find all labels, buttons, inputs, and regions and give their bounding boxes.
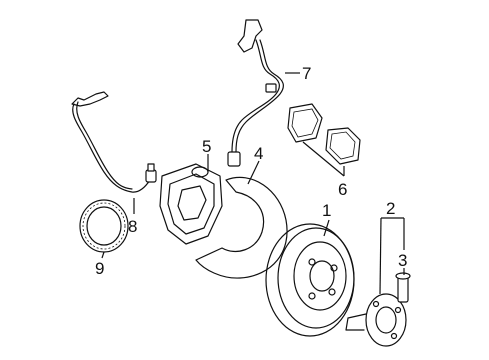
callout-4: 4 <box>254 144 263 163</box>
callout-3: 3 <box>398 251 407 270</box>
callout-2: 2 <box>386 199 395 218</box>
callout-5: 5 <box>202 137 211 156</box>
callout-6: 6 <box>338 180 347 199</box>
callout-1: 1 <box>322 201 331 220</box>
dust-shield <box>195 176 288 279</box>
brake-caliper <box>159 163 223 245</box>
callout-7: 7 <box>302 64 311 83</box>
brake-pads <box>287 103 361 165</box>
leader-lines <box>101 72 405 295</box>
callout-9: 9 <box>95 259 104 278</box>
wheel-stud <box>395 272 411 303</box>
wheel-hub <box>345 293 407 347</box>
brake-hose <box>227 19 284 167</box>
abs-sensor-harness <box>71 91 157 193</box>
callout-8: 8 <box>128 217 137 236</box>
brake-rotor <box>265 223 355 337</box>
tone-ring <box>79 199 129 253</box>
